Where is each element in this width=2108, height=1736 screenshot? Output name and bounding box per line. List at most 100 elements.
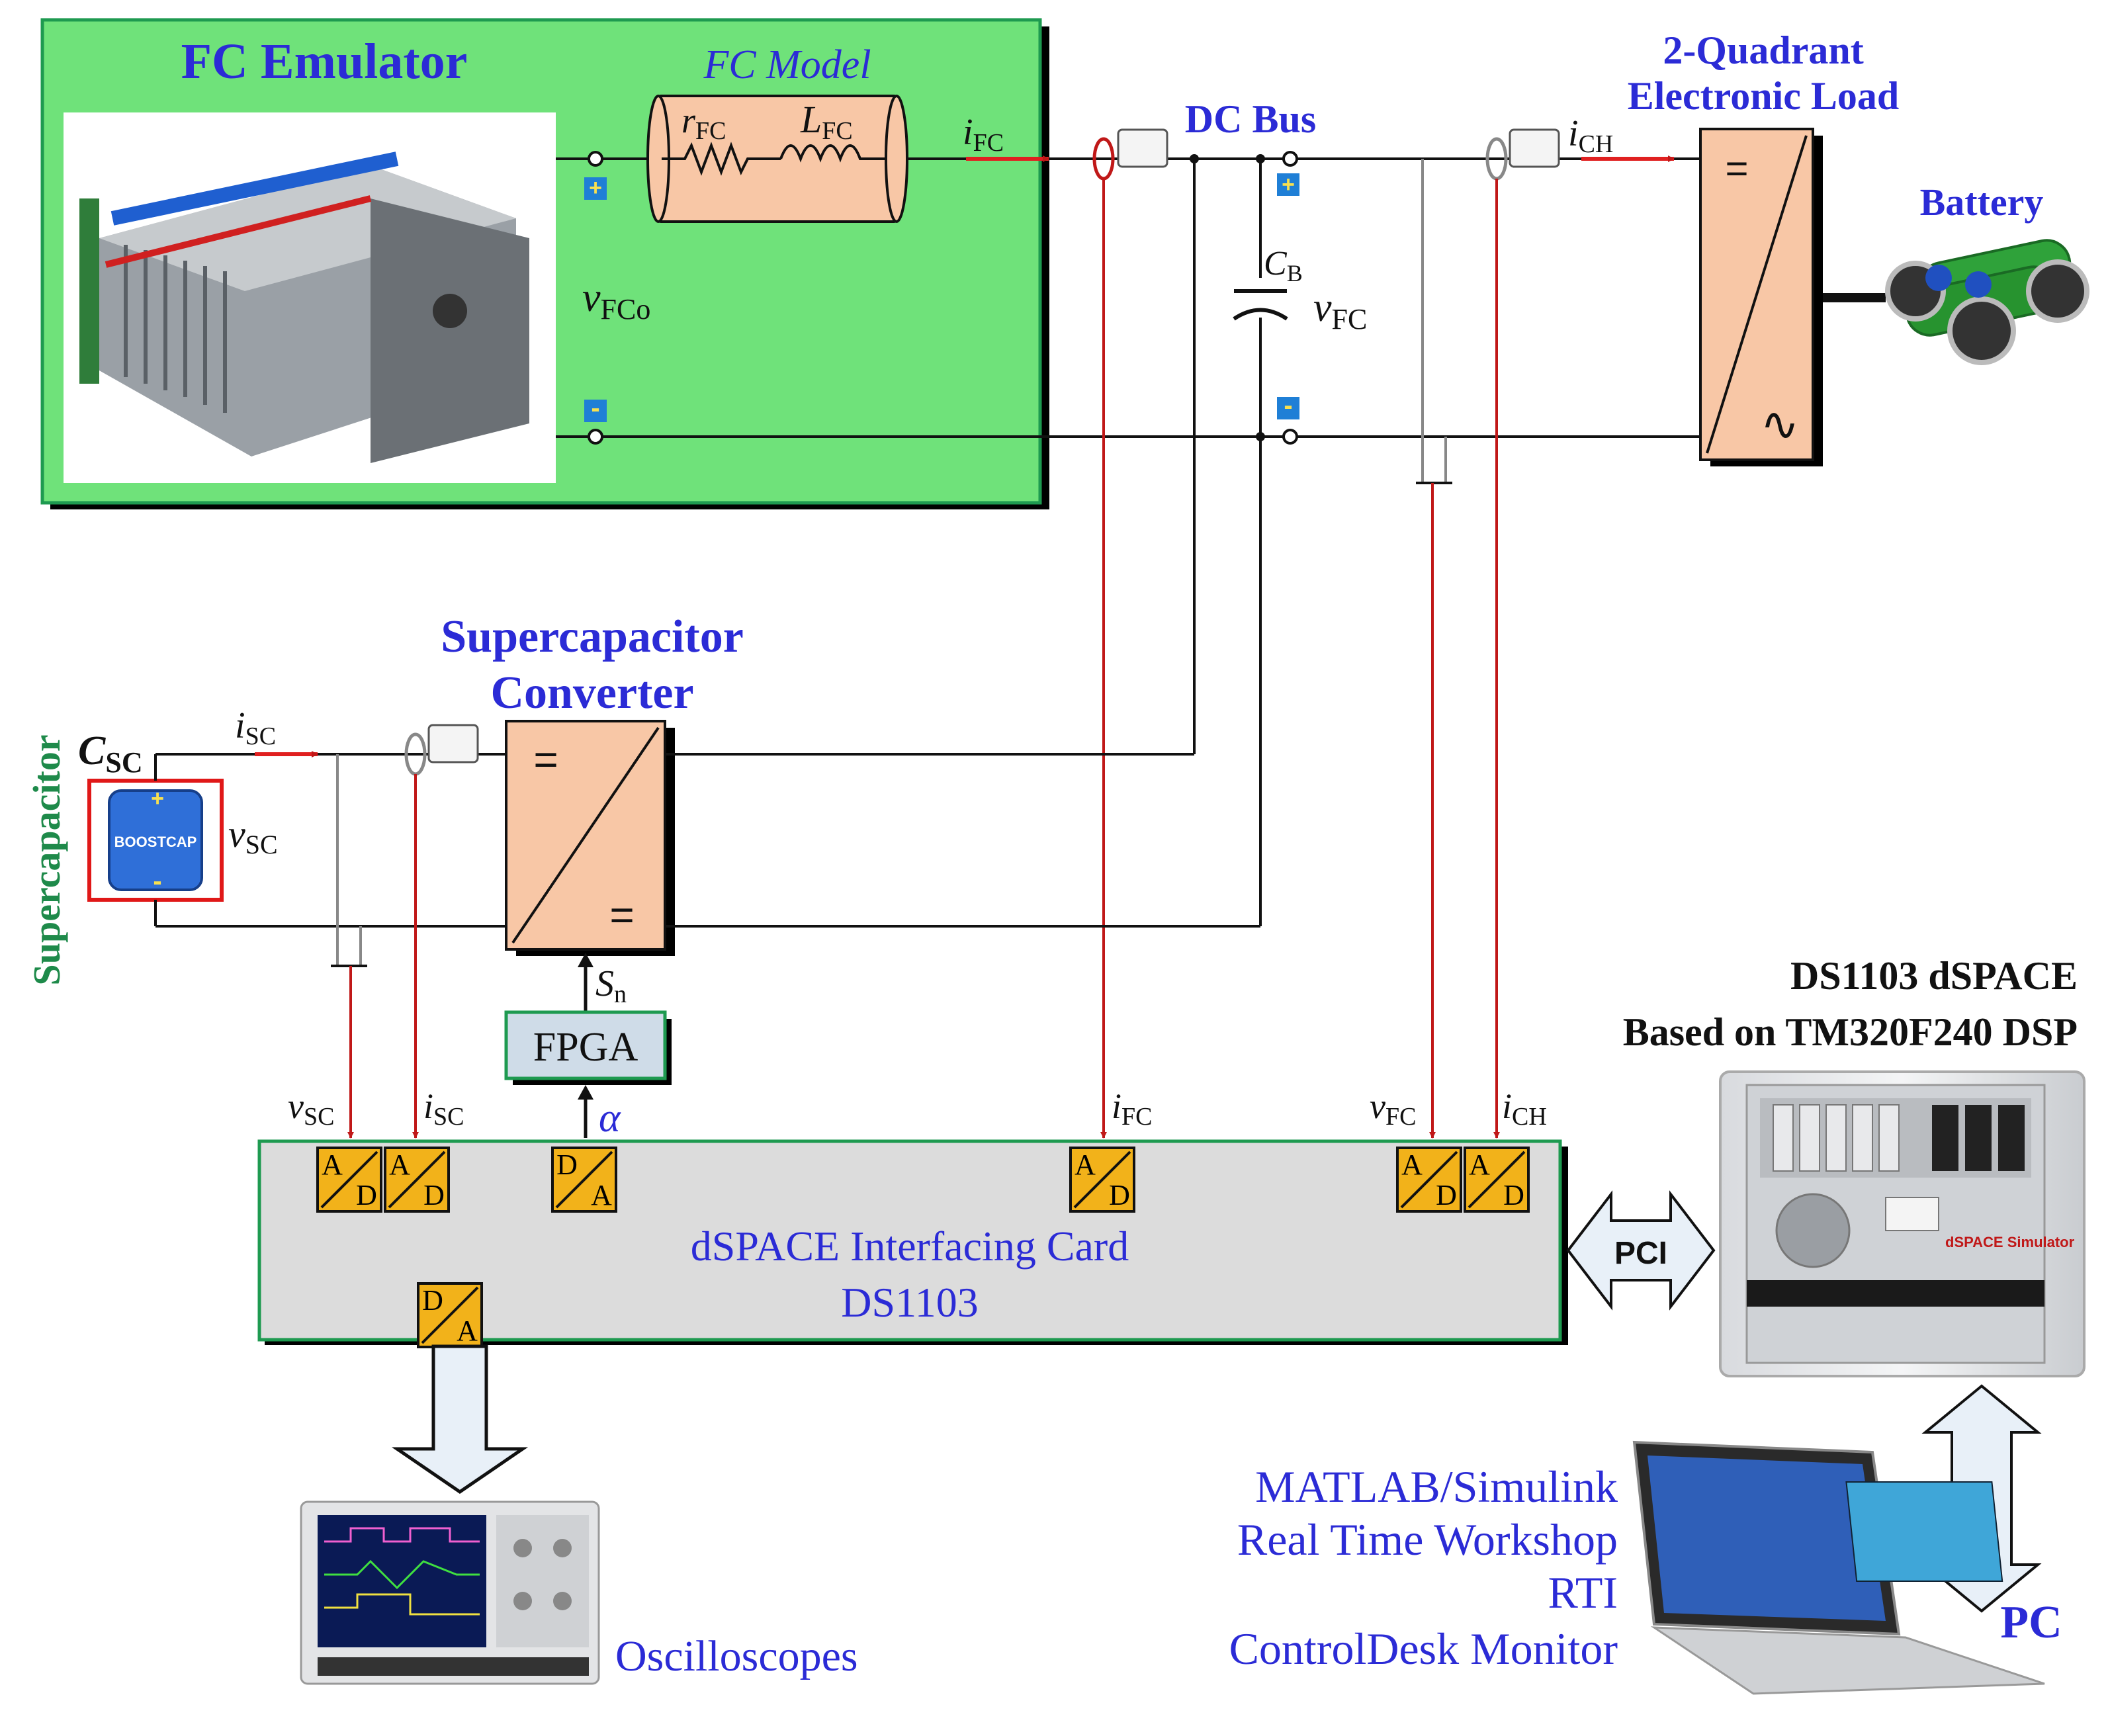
fpga: FPGA α — [504, 1010, 672, 1141]
rack-bottom-slot — [1747, 1280, 2044, 1307]
pc: MATLAB/Simulink Real Time Workshop RTI C… — [1229, 1440, 2062, 1695]
supercapacitor-vertical-label: Supercapacitor — [25, 734, 68, 985]
supercap-minus: - — [153, 867, 161, 896]
card-vfc-label: vFC — [1370, 1086, 1416, 1131]
card-vsc-label: vSC — [288, 1086, 334, 1131]
converter-block-top-letter: A — [1469, 1149, 1490, 1181]
converter-block-bottom-letter: D — [356, 1179, 377, 1211]
rfc-label: rFC — [681, 101, 726, 145]
dspace-simulator: DS1103 dSPACE Based on TM320F240 DSP PCI… — [1566, 954, 2086, 1613]
converter-dc-out: = — [609, 891, 634, 939]
card-isc-label: iSC — [423, 1086, 464, 1131]
converter-dc-in: = — [533, 736, 558, 783]
laptop-app-window — [1845, 1481, 2003, 1582]
converter-block-top-letter: D — [556, 1149, 578, 1181]
scope-knob — [513, 1592, 532, 1610]
adc-block: AD — [1069, 1147, 1135, 1213]
plus-badge — [1277, 173, 1299, 196]
fpga-box — [504, 1010, 667, 1080]
resistor-icon — [662, 142, 781, 176]
rack-black-cards — [1932, 1105, 2025, 1171]
fpga-label: FPGA — [533, 1025, 638, 1070]
supercap-plus: + — [151, 786, 164, 811]
laptop-icon — [1632, 1440, 2045, 1695]
converter-block-top-letter: A — [389, 1149, 410, 1181]
electronic-load: 2-Quadrant Electronic Load = ∿ — [1628, 28, 1899, 466]
bus-terminal-negative — [1282, 429, 1298, 445]
converter-block-top-letter: D — [422, 1284, 443, 1317]
stack-blue-hose — [110, 152, 399, 226]
stack-red-cable — [105, 195, 372, 268]
plus-badge — [584, 177, 607, 200]
converter-block-top-letter: A — [322, 1149, 343, 1181]
adc-block: AD — [384, 1147, 450, 1213]
converter-title-line1: Supercapacitor — [441, 611, 744, 662]
converter-block-diagonal — [320, 1150, 378, 1209]
adc-block: AD — [1396, 1147, 1462, 1213]
converter-block-diagonal — [1468, 1150, 1526, 1209]
battery-wheel — [1947, 296, 2016, 365]
minus-sign: - — [591, 394, 599, 423]
supercapacitor: Supercapacitor CSC BOOSTCAP + - vSC iSC — [25, 705, 506, 1139]
terminal-positive — [588, 151, 603, 167]
battery-wheel — [2026, 259, 2089, 323]
converter-block-top-letter: A — [1075, 1149, 1096, 1181]
load-ac-symbol: ∿ — [1761, 398, 1800, 450]
dc-bus-title: DC Bus — [1185, 97, 1316, 141]
vsc-label: vSC — [228, 812, 278, 859]
software-line-1: MATLAB/Simulink — [1255, 1461, 1618, 1512]
stack-valve — [433, 294, 467, 328]
scope-screen — [318, 1515, 486, 1647]
dc-bus: iFC DC Bus CB vFC + - iCH — [662, 97, 1700, 1139]
laptop-base — [1650, 1626, 2045, 1695]
scope-knobs-panel — [496, 1515, 589, 1647]
converter-block-bottom-letter: A — [457, 1315, 478, 1347]
scope-trace-yellow — [324, 1593, 480, 1616]
stack-end-plate-left — [79, 198, 99, 384]
alpha-label: α — [599, 1096, 621, 1141]
dspace-title-line2: Based on TM320F240 DSP — [1623, 1010, 2078, 1054]
vfc-bus-label: vFC — [1313, 285, 1367, 335]
supercap-module-text: BOOSTCAP — [114, 834, 197, 850]
converter-block-diagonal — [1073, 1150, 1131, 1209]
card-ich-label: iCH — [1502, 1086, 1547, 1131]
converter-block-bottom-letter: D — [1109, 1179, 1130, 1211]
current-sensor-ch-icon — [1509, 128, 1560, 168]
rack-brand: dSPACE Simulator — [1945, 1234, 2075, 1250]
oscilloscopes-label: Oscilloscopes — [615, 1632, 858, 1680]
sn-label: Sn — [595, 963, 627, 1008]
plus-sign: + — [589, 175, 602, 200]
converter-block-bottom-letter: D — [423, 1179, 445, 1211]
dac-block: DA — [417, 1282, 483, 1348]
fc-model-title: FC Model — [703, 42, 871, 87]
card-ifc-label: iFC — [1112, 1086, 1153, 1131]
node-dot — [1190, 154, 1199, 163]
fc-model: FC Model rFC LFC — [646, 42, 908, 223]
plus-sign: + — [1282, 172, 1295, 197]
card-title-line1: dSPACE Interfacing Card — [691, 1223, 1129, 1270]
minus-sign: - — [1284, 391, 1292, 420]
converter-block-diagonal — [421, 1286, 479, 1344]
rack-cards — [1773, 1104, 1900, 1172]
current-sensor-sc-icon — [427, 724, 479, 763]
laptop-display — [1647, 1455, 1886, 1621]
fc-model-cap — [885, 95, 908, 223]
sn-arrowhead — [578, 953, 593, 967]
rack-fan — [1775, 1193, 1851, 1268]
node-dot — [1256, 154, 1265, 163]
emulator-terminals: + - — [556, 151, 662, 445]
supercap-converter: Supercapacitor Converter = = Sn — [441, 611, 1260, 1012]
ifc-label: iFC — [963, 112, 1004, 157]
converter-block-top-letter: A — [1401, 1149, 1423, 1181]
oscilloscope: Oscilloscopes — [300, 1344, 858, 1685]
scope-trace-magenta — [324, 1527, 480, 1543]
supercap-module-icon — [108, 789, 203, 891]
minus-badge — [584, 400, 607, 422]
ich-label: iCH — [1568, 113, 1613, 158]
pci-arrow — [1566, 1190, 1716, 1311]
scope-connector-strip — [318, 1657, 589, 1676]
load-dc-symbol: = — [1725, 146, 1748, 191]
alpha-arrowhead — [578, 1085, 593, 1100]
minus-badge — [1277, 397, 1299, 419]
